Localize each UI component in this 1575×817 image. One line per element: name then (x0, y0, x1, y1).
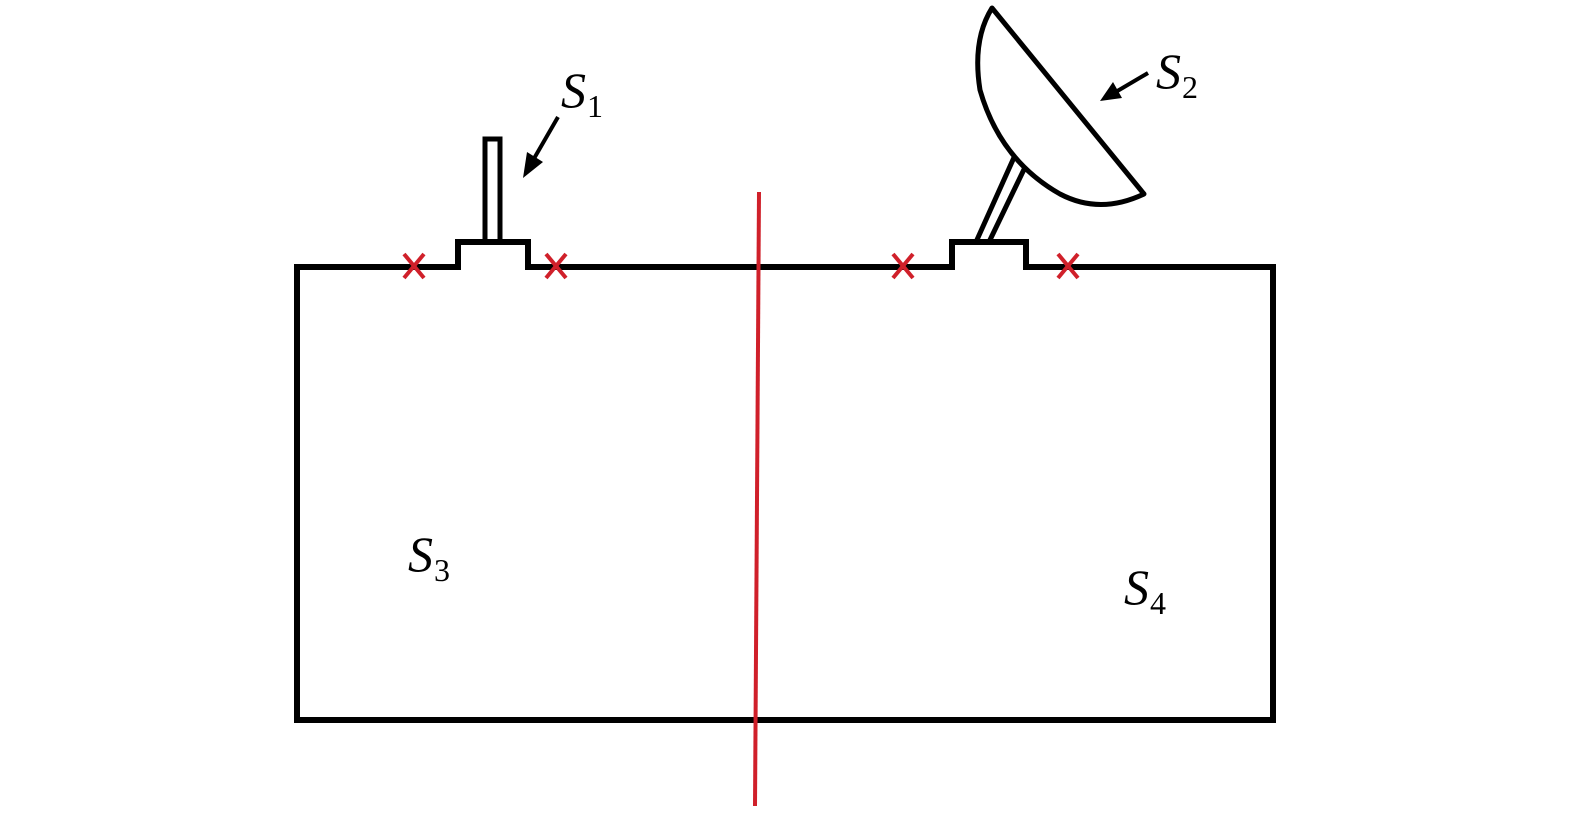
cut-mark-3 (891, 252, 915, 280)
cut-line (753, 191, 761, 807)
label-s1: S1 (561, 62, 603, 124)
cut-mark-4 (1056, 252, 1080, 280)
label-s2-main: S (1156, 43, 1181, 99)
antenna-mast-s1 (482, 136, 503, 242)
label-s1-main: S (561, 62, 586, 118)
enclosure-outline (294, 239, 1276, 723)
cut-mark-1 (402, 252, 426, 280)
arrow-s1 (523, 115, 560, 178)
label-s2-sub: 2 (1182, 69, 1198, 105)
label-s4: S4 (1124, 559, 1166, 621)
label-s4-main: S (1124, 559, 1149, 615)
label-s3-sub: 3 (434, 552, 450, 588)
satellite-dish-s2 (975, 5, 1147, 207)
dish-support-s2 (973, 151, 1032, 244)
label-s3-main: S (408, 526, 433, 582)
label-s4-sub: 4 (1150, 585, 1166, 621)
label-s3: S3 (408, 526, 450, 588)
cut-mark-2 (544, 252, 568, 280)
label-s1-sub: 1 (587, 88, 603, 124)
arrow-s2 (1100, 71, 1150, 101)
label-s2: S2 (1156, 43, 1198, 105)
